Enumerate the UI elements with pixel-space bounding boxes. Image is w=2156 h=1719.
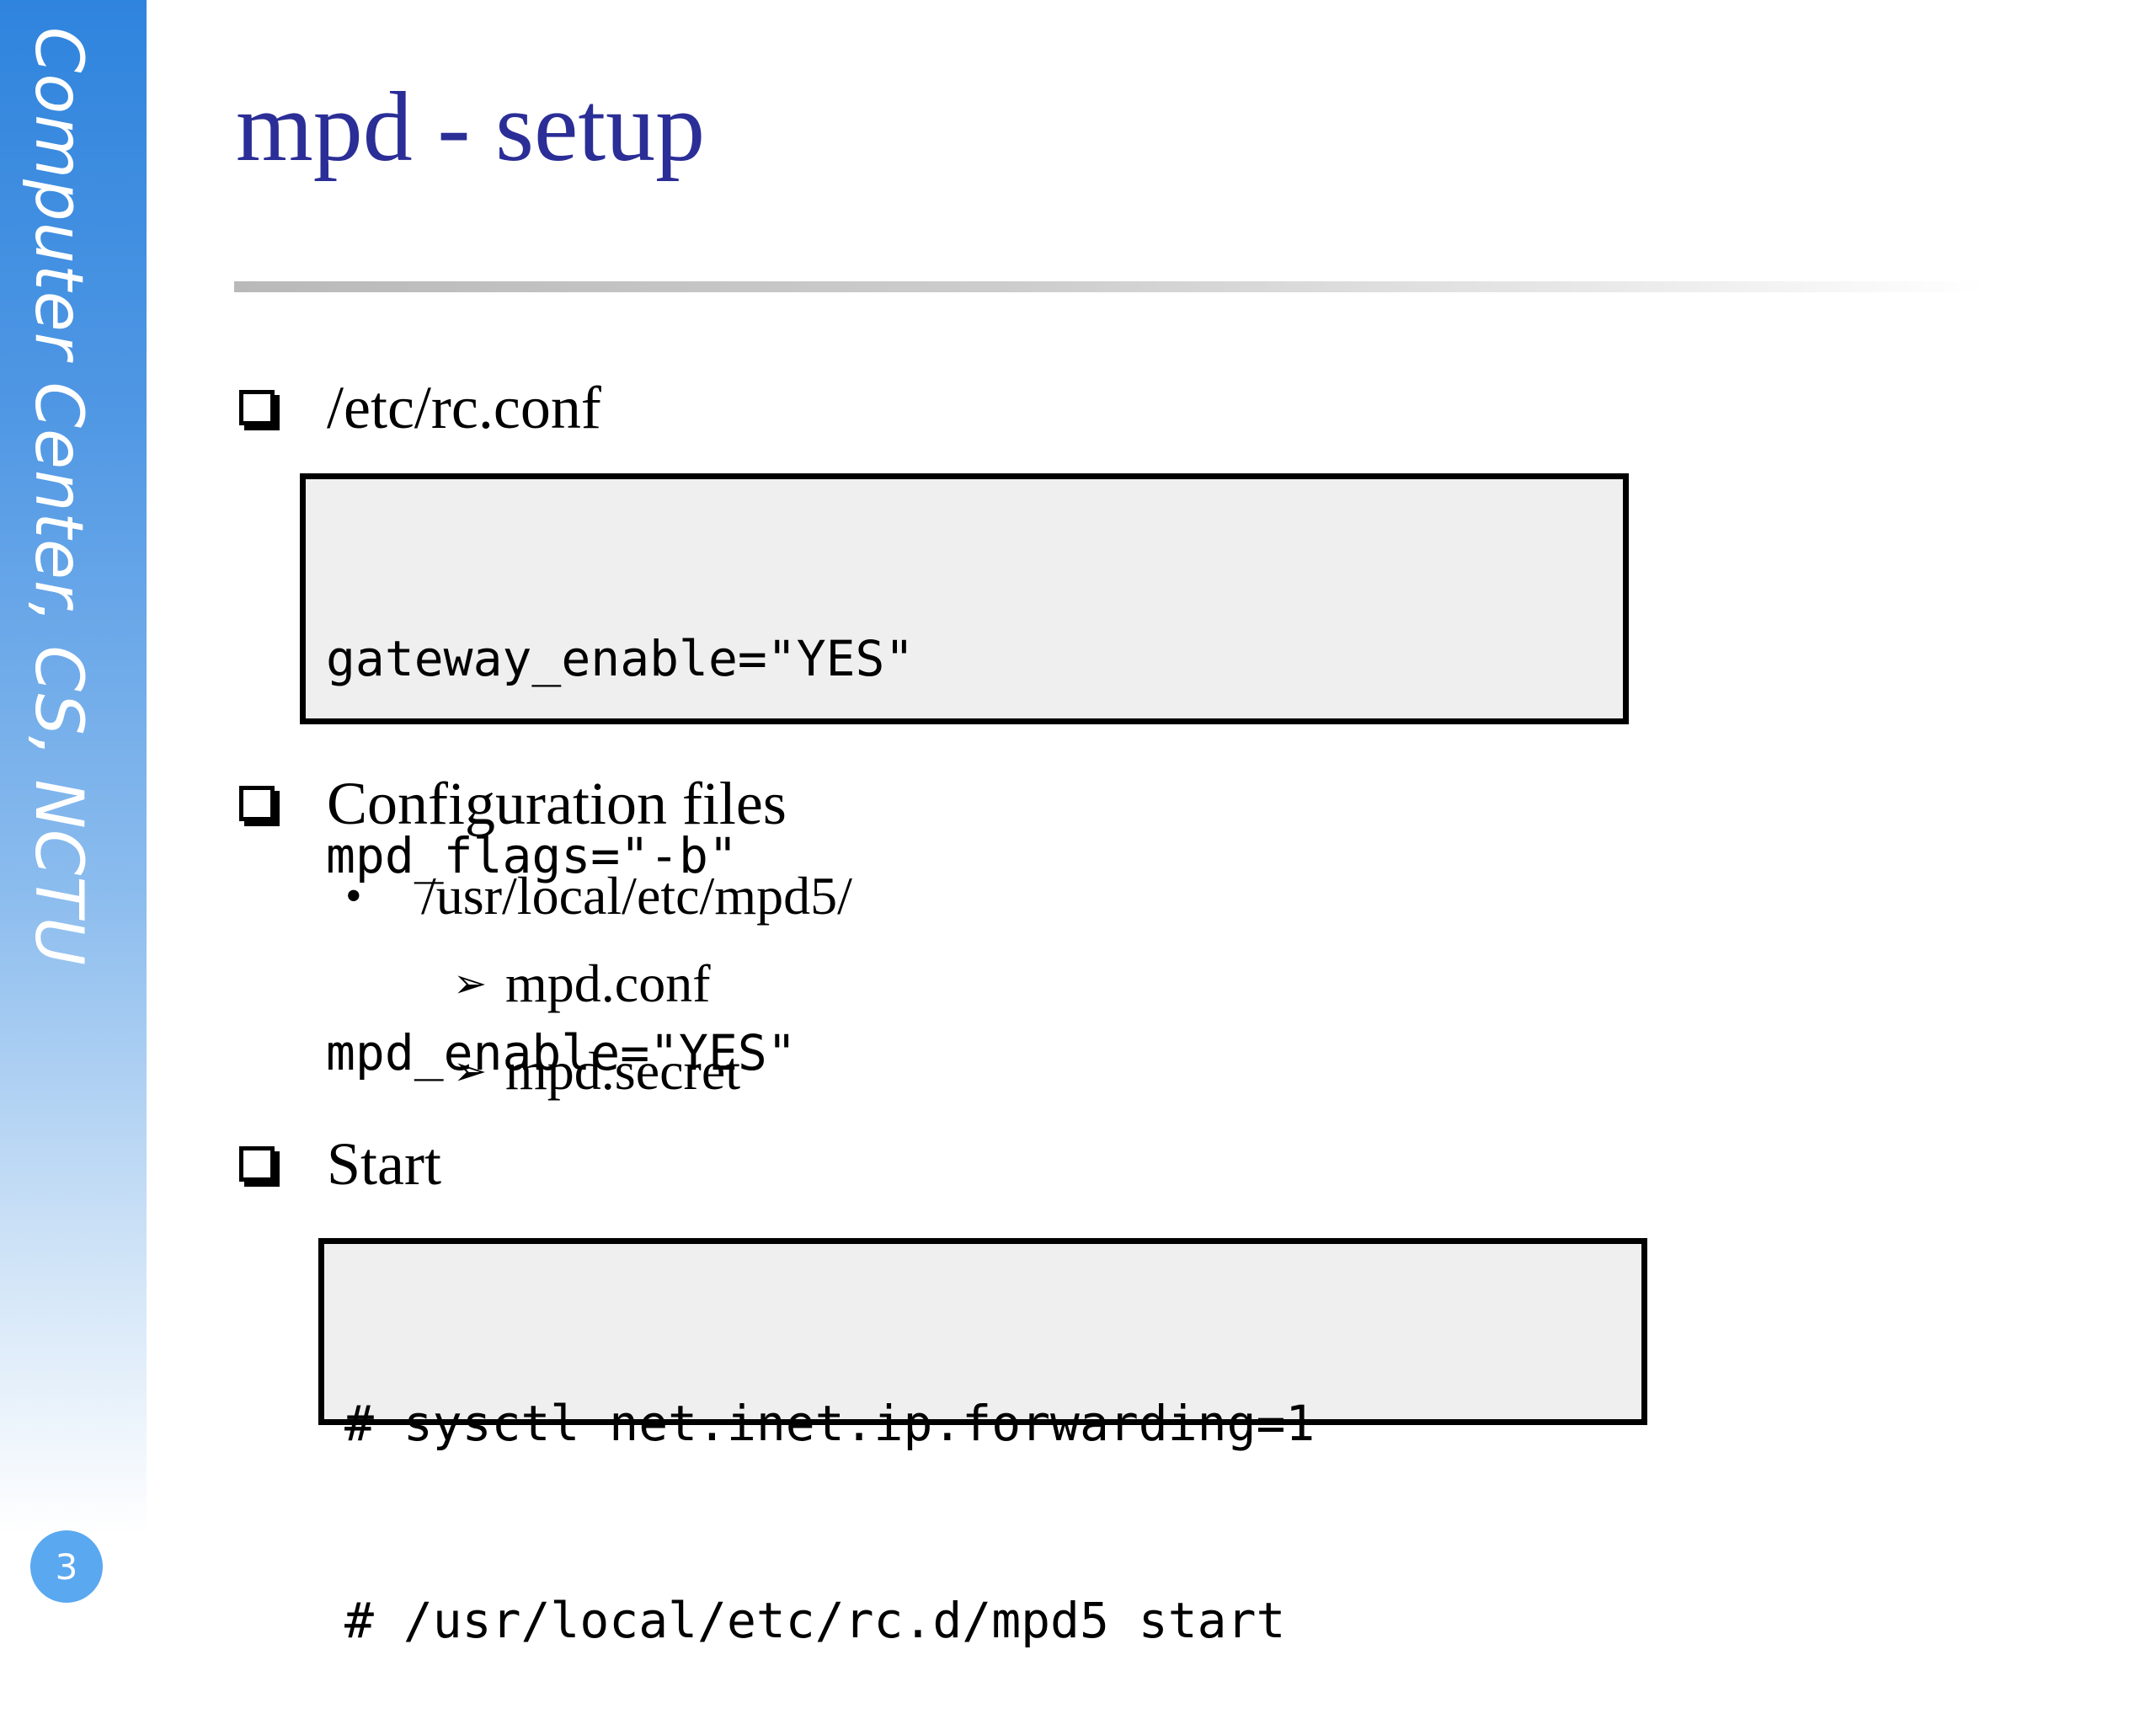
sidebar-org-label: Computer Center, CS, NCTU (20, 27, 96, 967)
title-divider (234, 281, 1986, 292)
code-line: # /usr/local/etc/rc.d/mpd5 start (344, 1592, 1286, 1649)
bullet-start: Start (239, 1134, 441, 1194)
code-line: gateway_enable="YES" (326, 630, 915, 687)
sub-sub-bullet-mpd-secret: ➢ mpd.secret (453, 1044, 740, 1098)
sub-sub-bullet-label: mpd.secret (505, 1041, 740, 1101)
bullet-rc-conf: /etc/rc.conf (239, 377, 601, 438)
code-block-start: # sysctl net.inet.ip.forwarding=1 # /usr… (318, 1238, 1647, 1649)
checkbox-bullet-icon (239, 390, 275, 425)
slide-title: mpd - setup (236, 72, 706, 182)
arrow-bullet-icon: ➢ (453, 960, 488, 1007)
code-line: mpd_enable="YES" (326, 1024, 797, 1081)
sidebar: Computer Center, CS, NCTU 3 (0, 0, 147, 1617)
sub-bullet-mpd5-dir: • /usr/local/etc/mpd5/ (345, 869, 852, 923)
bullet-label: Configuration files (327, 770, 787, 837)
code-line: mpd_flags="-b" (326, 827, 738, 884)
sub-sub-bullet-mpd-conf: ➢ mpd.conf (453, 957, 711, 1011)
code-line: # sysctl net.inet.ip.forwarding=1 (344, 1395, 1315, 1452)
page-number-badge: 3 (30, 1530, 103, 1603)
bullet-configuration-files: Configuration files (239, 773, 787, 834)
code-block-rc-conf: gateway_enable="YES" mpd_flags="-b" mpd_… (300, 473, 1629, 1081)
checkbox-bullet-icon (239, 1146, 275, 1182)
bullet-label: Start (327, 1130, 441, 1198)
sub-sub-bullet-label: mpd.conf (505, 953, 711, 1013)
checkbox-bullet-icon (239, 786, 275, 821)
dot-bullet-icon: • (345, 870, 362, 922)
bullet-label: /etc/rc.conf (327, 374, 601, 441)
arrow-bullet-icon: ➢ (453, 1048, 488, 1095)
sub-bullet-label: /usr/local/etc/mpd5/ (421, 866, 852, 926)
